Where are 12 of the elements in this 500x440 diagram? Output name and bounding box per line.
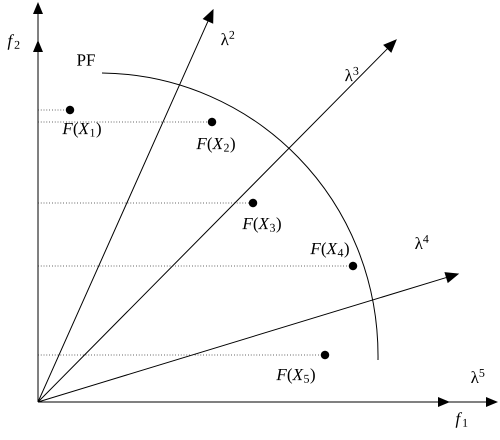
axis-label: f$_{2}$ [8,34,20,50]
ray-label: λ$^{3}$ [345,66,358,82]
ray-label: λ$^{5}$ [471,368,484,384]
ray-label: λ$^{2}$ [221,30,234,46]
point-label: F(X$_{3}$) [242,217,281,233]
point-label: F(X$_{5}$) [276,368,315,384]
ray-label: λ$^{4}$ [415,234,429,250]
curve-label: PF [77,54,95,66]
point-label: F(X$_{4}$) [310,242,349,258]
axis-label: f$_{1}$ [456,412,468,428]
point-label: F(X$_{2}$) [196,137,235,153]
point-label: F(X$_{1}$) [62,122,101,138]
